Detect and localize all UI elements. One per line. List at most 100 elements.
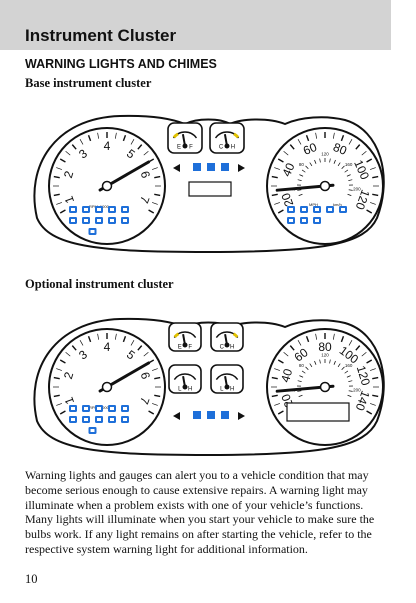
base-tachometer-indicator-glyph xyxy=(71,219,75,222)
speedometer-tick xyxy=(348,139,353,145)
optional-temperature-gauge-warning-zone xyxy=(232,332,239,338)
optional-fuel-gauge-bezel xyxy=(168,322,202,352)
speedometer-tick xyxy=(366,209,373,214)
speedometer-mph-number: 40 xyxy=(278,367,295,384)
optional-tachometer-indicator-glyph xyxy=(97,407,101,410)
base-tachometer-indicator-glyph xyxy=(123,219,127,222)
base-speedometer-indicator-glyph xyxy=(289,208,293,211)
speedometer-tick xyxy=(315,333,318,340)
speedometer-kmh-number: 200 xyxy=(353,186,361,191)
optional-temperature-gauge-hub xyxy=(224,342,230,348)
speedometer-kmh-number: 160 xyxy=(345,363,353,368)
tachometer-tick xyxy=(130,139,135,145)
speedometer-inner-tick xyxy=(344,370,349,374)
fuel-gauge-warning-zone xyxy=(172,132,179,139)
speedometer-tick xyxy=(289,345,295,351)
base-cluster-illustration: 1234567RPMx10002040608010012040801201602… xyxy=(33,114,385,254)
speedometer-inner-tick xyxy=(348,179,353,181)
speedometer-inner-tick xyxy=(301,370,306,374)
voltage-gauge-high-label: H xyxy=(230,386,234,392)
optional-cruise-icon xyxy=(207,411,215,419)
speedometer-tick xyxy=(361,151,367,156)
speedometer-inner-tick xyxy=(299,174,304,177)
tachometer-tick xyxy=(114,132,117,139)
optional-temperature-gauge-high-label: H xyxy=(230,344,234,350)
tachometer-number: 2 xyxy=(61,370,76,381)
speedometer-tick xyxy=(297,340,302,346)
tachometer-tick xyxy=(143,352,149,357)
tachometer-tick xyxy=(151,368,158,371)
tachometer-tick xyxy=(87,135,92,142)
speedometer-inner-tick xyxy=(319,158,321,163)
optional-tachometer-indicator-glyph xyxy=(84,407,88,410)
speedometer-tick xyxy=(340,336,345,343)
base-speedometer-indicator-glyph xyxy=(302,219,306,222)
speedometer-tick xyxy=(366,158,373,163)
optional-fuel-gauge-high-label: F xyxy=(188,344,192,350)
speedometer-mph-number: 80 xyxy=(318,340,332,354)
speedometer-tick xyxy=(348,340,353,346)
voltage-gauge-hub xyxy=(224,384,230,390)
speedometer-tick xyxy=(372,394,379,398)
speedometer-mph-number: 120 xyxy=(352,188,372,212)
tachometer-tick xyxy=(148,410,155,415)
tachometer-tick xyxy=(154,394,161,398)
speedometer-tick xyxy=(355,345,361,351)
tachometer-tick xyxy=(53,394,60,398)
tachometer-tick xyxy=(59,209,66,214)
speedometer-tick xyxy=(277,359,284,364)
speedometer-inner-tick xyxy=(297,390,302,392)
optional-fuel-gauge-low-label: E xyxy=(178,344,182,350)
speedometer-mph-number: 40 xyxy=(279,160,297,178)
speedometer-inner-tick xyxy=(319,359,321,364)
tachometer-tick xyxy=(122,135,127,142)
speedometer-inner-tick xyxy=(298,193,303,196)
optional-tachometer-indicator-glyph xyxy=(84,418,88,421)
speedometer-inner-tick xyxy=(297,189,302,191)
body-paragraph: Warning lights and gauges can alert you … xyxy=(25,468,375,556)
speedometer-inner-tick xyxy=(344,169,349,173)
tachometer-tick xyxy=(137,345,143,351)
speedometer-mph-number: 80 xyxy=(331,140,349,158)
tachometer-tick xyxy=(122,336,127,343)
speedometer-inner-tick xyxy=(309,162,313,167)
optional-tachometer-indicator-glyph xyxy=(110,407,114,410)
voltage-gauge-bezel xyxy=(210,364,244,394)
tachometer-number: 4 xyxy=(104,139,111,153)
oil-pressure-gauge-hub xyxy=(182,384,188,390)
tachometer-tick xyxy=(154,175,161,179)
tachometer-number: 6 xyxy=(138,169,153,180)
tachometer-tick xyxy=(65,151,71,156)
temperature-gauge-hub xyxy=(224,143,230,149)
speedometer-inner-tick xyxy=(348,380,353,382)
tachometer-tick xyxy=(97,132,100,139)
optional-temperature-gauge-bezel xyxy=(210,322,244,352)
speedometer-inner-tick xyxy=(298,394,303,397)
oil-pressure-gauge-high-label: H xyxy=(188,386,192,392)
base-speedometer-indicator-glyph xyxy=(289,219,293,222)
tachometer-tick xyxy=(56,202,63,205)
speedometer-kmh-number: 80 xyxy=(299,363,305,368)
speedometer-kmh-number: 160 xyxy=(345,162,353,167)
speedometer-inner-tick xyxy=(309,363,313,368)
tachometer-tick xyxy=(154,376,161,380)
speedometer-inner-tick xyxy=(314,360,317,365)
optional-tachometer-indicator-glyph xyxy=(71,418,75,421)
cruise-icon xyxy=(207,163,215,171)
tachometer-tick xyxy=(56,403,63,406)
speedometer-tick xyxy=(366,359,373,364)
speedometer-tick xyxy=(297,139,302,145)
message-display xyxy=(188,181,232,197)
optional-temperature-gauge-low-label: C xyxy=(220,344,225,350)
cluster-outline xyxy=(33,317,385,457)
speedometer-mph-number: 120 xyxy=(354,364,373,388)
tachometer-number: 4 xyxy=(104,340,111,354)
optional-tachometer-indicator-glyph xyxy=(123,407,127,410)
left-turn-arrow-icon xyxy=(173,164,180,172)
speedometer-tick xyxy=(355,144,361,150)
tachometer-tick xyxy=(97,333,100,340)
tachometer-tick xyxy=(53,175,60,179)
speedometer-kmh-number: 120 xyxy=(321,152,329,157)
optional-traction-icon xyxy=(221,411,229,419)
tachometer-hub xyxy=(101,180,113,192)
